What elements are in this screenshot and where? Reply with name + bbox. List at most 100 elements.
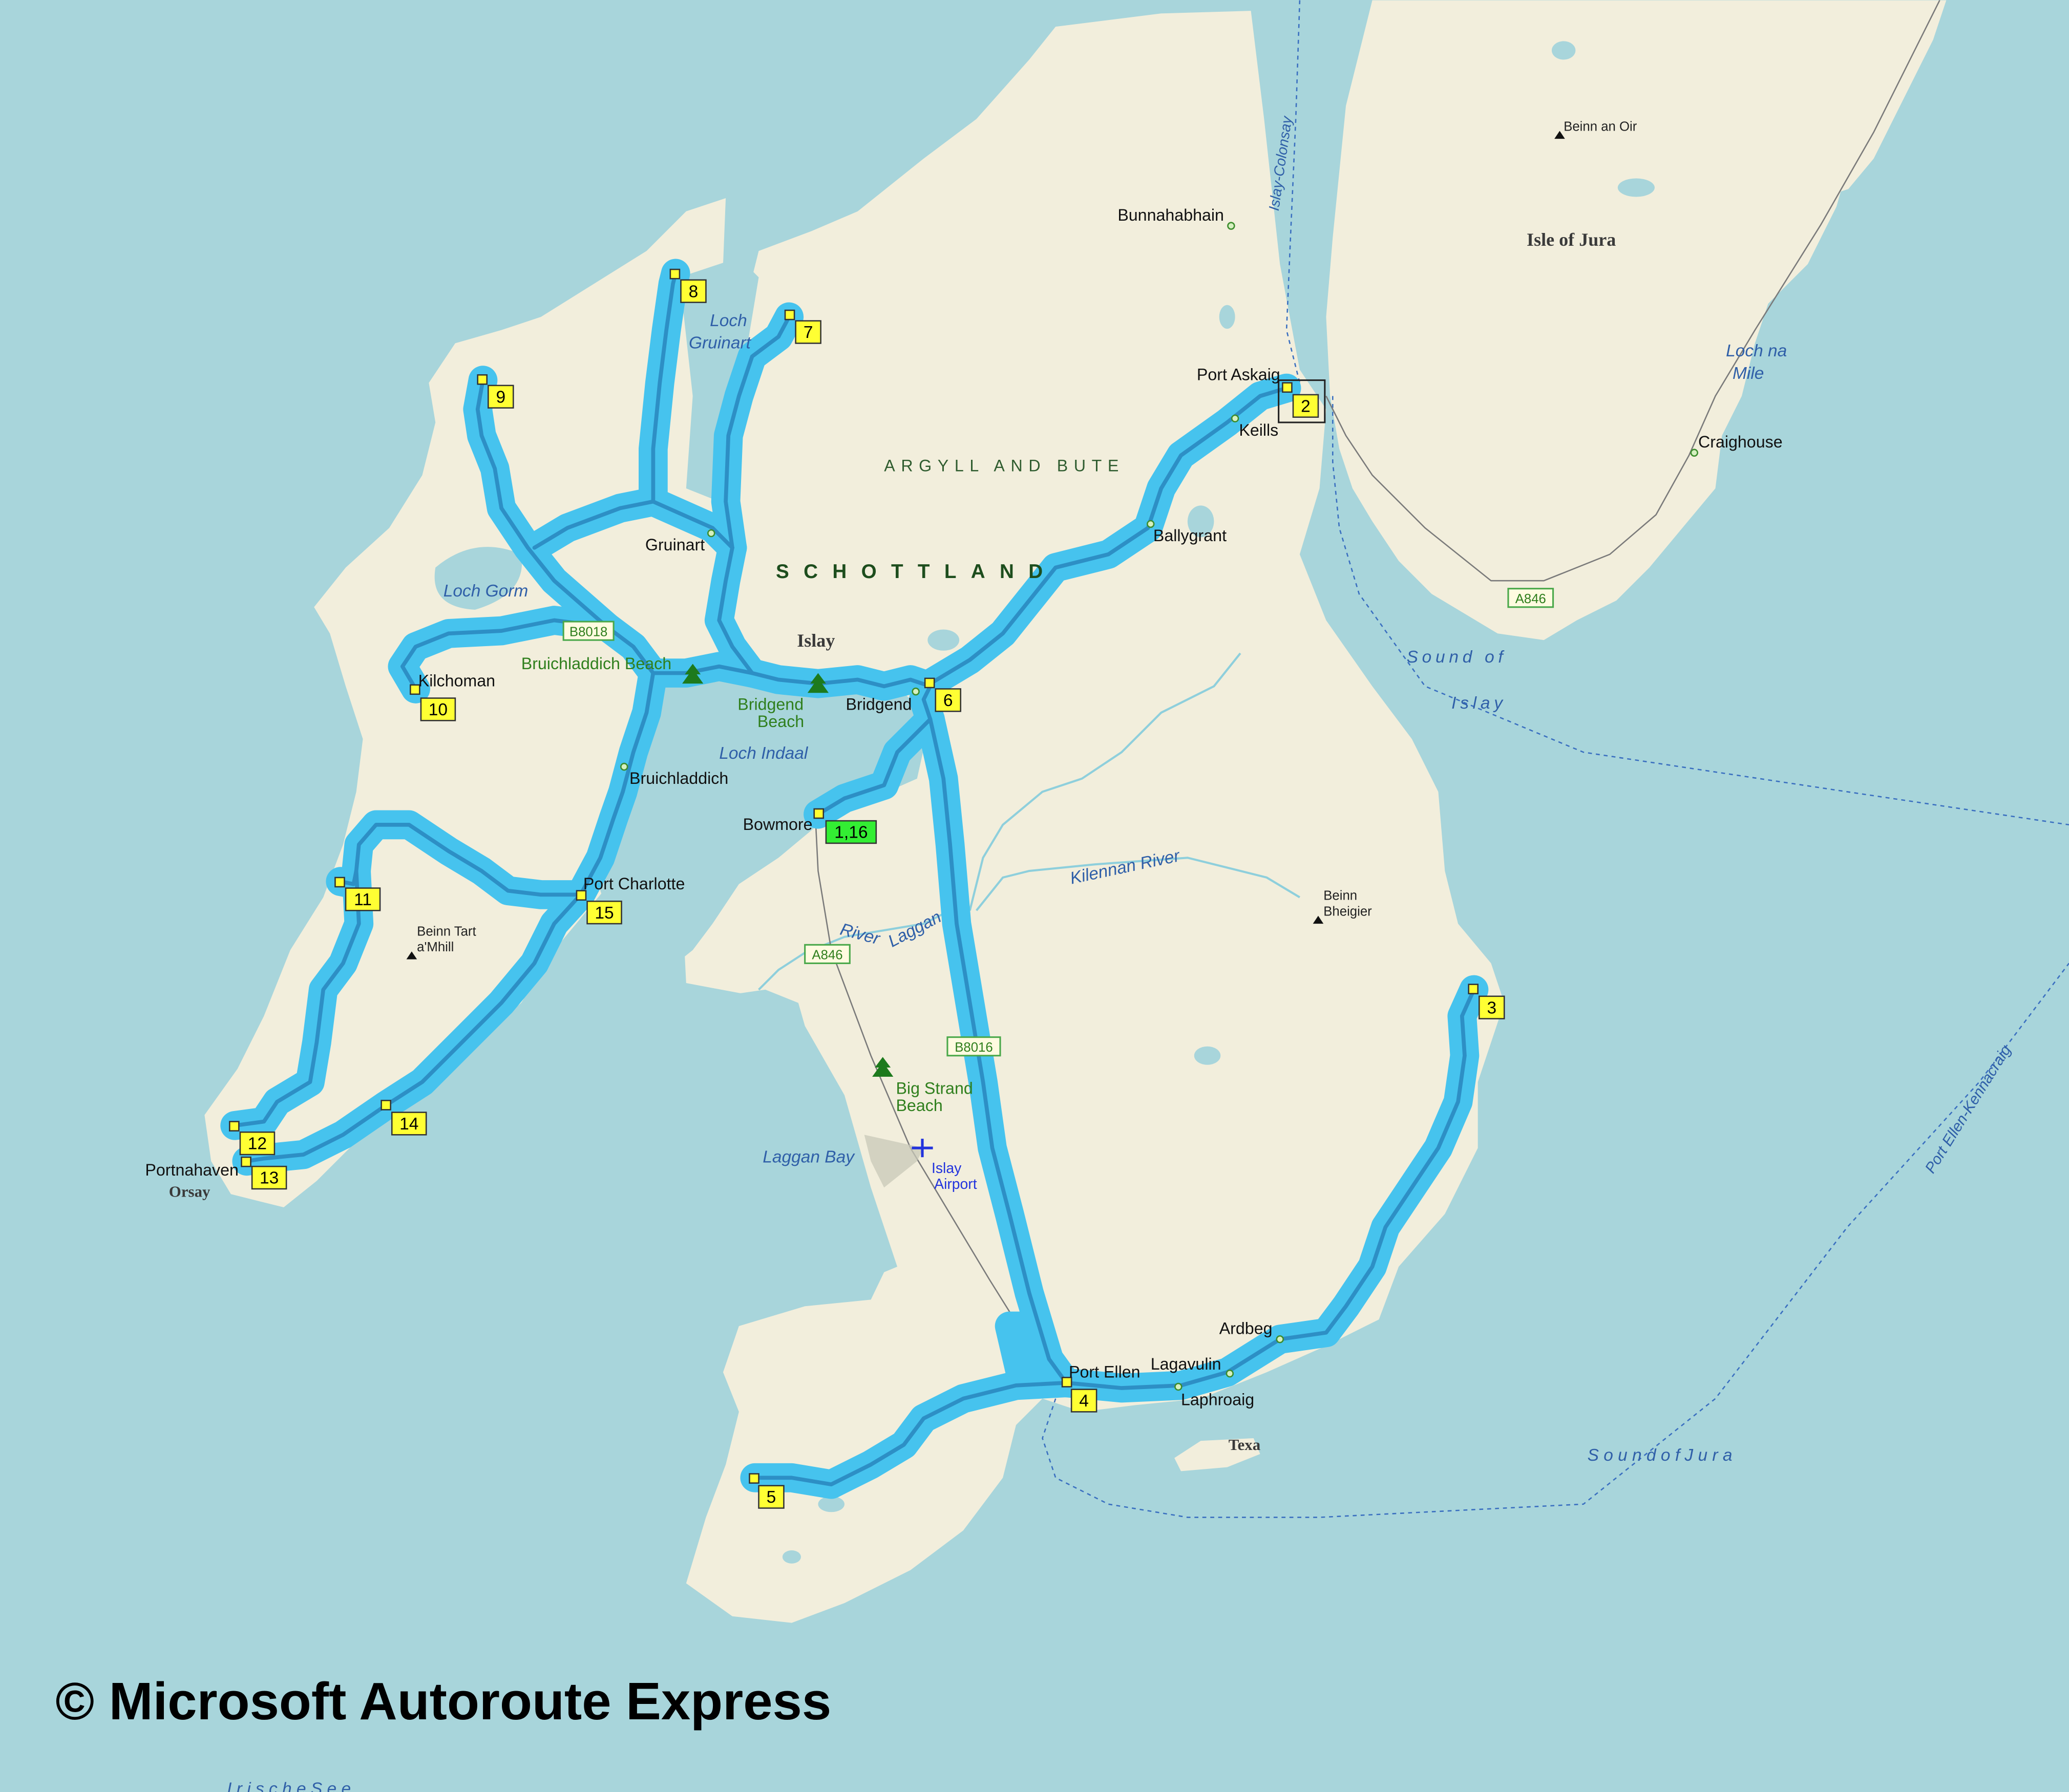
peak-icon bbox=[406, 951, 417, 959]
peak-label: Bheigier bbox=[1323, 905, 1372, 919]
peak-label: Beinn an Oir bbox=[1564, 120, 1637, 134]
laggan-bay-water bbox=[620, 983, 898, 1333]
water-label: Sound of bbox=[1407, 648, 1507, 667]
route-network bbox=[220, 259, 1489, 1499]
waypoint-8[interactable]: 8 bbox=[680, 279, 707, 303]
town-label: Gruinart bbox=[645, 536, 705, 554]
region-label-county: ARGYLL AND BUTE bbox=[884, 456, 1125, 475]
svg-text:13: 13 bbox=[260, 1169, 279, 1188]
jura-landmass bbox=[1326, 0, 1947, 641]
svg-text:11: 11 bbox=[354, 890, 372, 909]
town-label: Bridgend bbox=[846, 695, 912, 714]
airport-icon bbox=[912, 1139, 933, 1158]
water-label: I r i s c h e S e e bbox=[227, 1780, 351, 1792]
small-loch bbox=[1194, 1046, 1221, 1065]
peak-label: Beinn bbox=[1323, 889, 1357, 903]
jura-loch bbox=[1827, 185, 1861, 262]
waypoint-2[interactable]: 2 bbox=[1292, 394, 1319, 418]
svg-text:2: 2 bbox=[1301, 397, 1311, 416]
waypoint-12[interactable]: 12 bbox=[239, 1131, 276, 1156]
town-label: Kilchoman bbox=[418, 671, 495, 690]
svg-text:9: 9 bbox=[496, 388, 505, 407]
waypoint-7[interactable]: 7 bbox=[795, 320, 821, 344]
peak-label: a'Mhill bbox=[417, 940, 454, 954]
beach-label: Beach bbox=[896, 1096, 942, 1115]
airport-runway bbox=[864, 1135, 924, 1188]
small-loch bbox=[818, 1496, 845, 1512]
small-loch bbox=[1219, 305, 1235, 329]
island-label-texa: Texa bbox=[1229, 1436, 1260, 1454]
small-loch bbox=[927, 629, 960, 651]
town-label: Portnahaven bbox=[145, 1161, 239, 1179]
peak-icon bbox=[1554, 131, 1565, 139]
water-label: Islay bbox=[1451, 694, 1507, 713]
town-labels: Bunnahabhain Port Askaig Keills Craighou… bbox=[145, 206, 1782, 1409]
waypoint-13[interactable]: 13 bbox=[251, 1165, 287, 1190]
town-label: Bowmore bbox=[743, 815, 813, 834]
beach-label: Beach bbox=[757, 712, 804, 731]
town-label: Port Askaig bbox=[1197, 366, 1280, 384]
region-label-country: SCHOTTLAND bbox=[776, 561, 1057, 583]
svg-text:B8018: B8018 bbox=[569, 625, 607, 639]
small-loch bbox=[1187, 505, 1214, 538]
tree-icon bbox=[682, 664, 704, 684]
svg-text:15: 15 bbox=[595, 904, 614, 923]
waypoint-15[interactable]: 15 bbox=[586, 901, 622, 925]
waypoint-9[interactable]: 9 bbox=[488, 385, 514, 409]
airport-label-line1: Islay bbox=[932, 1160, 962, 1177]
road-shield-a846-south: A846 bbox=[804, 944, 851, 964]
town-label: Laphroaig bbox=[1181, 1391, 1254, 1409]
town-label: Bunnahabhain bbox=[1117, 206, 1224, 224]
beach-labels: Bruichladdich Beach Bridgend Beach Big S… bbox=[521, 654, 973, 1115]
peak-label: Beinn Tart bbox=[417, 924, 476, 938]
loch-indaal bbox=[594, 673, 931, 977]
island-label-jura: Isle of Jura bbox=[1527, 229, 1616, 250]
copyright-notice: © Microsoft Autoroute Express bbox=[55, 1672, 831, 1731]
water-label: Laggan Bay bbox=[763, 1147, 855, 1166]
svg-text:A846: A846 bbox=[812, 948, 842, 963]
jura-loch bbox=[1617, 178, 1655, 197]
port-askaig-highlight bbox=[1278, 379, 1326, 423]
beach-label: Bridgend bbox=[737, 695, 804, 714]
water-label: Loch Gorm bbox=[444, 582, 529, 601]
svg-text:4: 4 bbox=[1079, 1392, 1089, 1411]
waypoint-3[interactable]: 3 bbox=[1479, 995, 1505, 1019]
svg-text:A846: A846 bbox=[1515, 592, 1546, 606]
svg-text:10: 10 bbox=[429, 700, 448, 719]
svg-text:3: 3 bbox=[1487, 998, 1496, 1017]
tree-icon bbox=[807, 673, 829, 693]
water-label: Loch bbox=[710, 311, 747, 330]
waypoint-4[interactable]: 4 bbox=[1070, 1389, 1097, 1413]
waypoint-14[interactable]: 14 bbox=[391, 1112, 427, 1136]
loch-gorm bbox=[434, 547, 522, 610]
peak-markers bbox=[406, 131, 1565, 959]
islay-landmass bbox=[204, 11, 1505, 1623]
town-label: Lagavulin bbox=[1151, 1355, 1221, 1373]
svg-text:14: 14 bbox=[399, 1115, 418, 1134]
waypoint-6[interactable]: 6 bbox=[935, 688, 962, 712]
peak-labels: Beinn an Oir Beinn Tart a'Mhill Beinn Bh… bbox=[417, 120, 1637, 955]
waypoint-10[interactable]: 10 bbox=[420, 697, 456, 721]
town-label: Port Charlotte bbox=[583, 874, 685, 893]
texa-island bbox=[1174, 1438, 1260, 1471]
svg-text:8: 8 bbox=[689, 282, 699, 301]
jura-loch bbox=[1552, 41, 1576, 60]
water-label: S o u n d o f J u r a bbox=[1588, 1446, 1733, 1465]
town-label: Ardbeg bbox=[1219, 1319, 1273, 1337]
town-label: Ballygrant bbox=[1153, 526, 1227, 545]
loch-gruinart bbox=[679, 257, 759, 502]
water-label: Mile bbox=[1733, 364, 1764, 383]
town-label: Keills bbox=[1239, 421, 1278, 439]
airport-label-line2: Airport bbox=[934, 1176, 977, 1192]
waypoint-1-16[interactable]: 1,16 bbox=[825, 820, 877, 844]
town-label: Port Ellen bbox=[1069, 1362, 1141, 1381]
water-label: Loch Indaal bbox=[719, 744, 809, 763]
road-shield-a846-jura: A846 bbox=[1507, 588, 1554, 608]
island-label-islay: Islay bbox=[797, 630, 835, 651]
water-label: Gruinart bbox=[689, 334, 752, 353]
waypoint-11[interactable]: 11 bbox=[345, 887, 381, 911]
ferry-routes bbox=[1042, 0, 2069, 1518]
beach-label: Big Strand bbox=[896, 1079, 973, 1097]
waypoint-5[interactable]: 5 bbox=[758, 1485, 785, 1509]
